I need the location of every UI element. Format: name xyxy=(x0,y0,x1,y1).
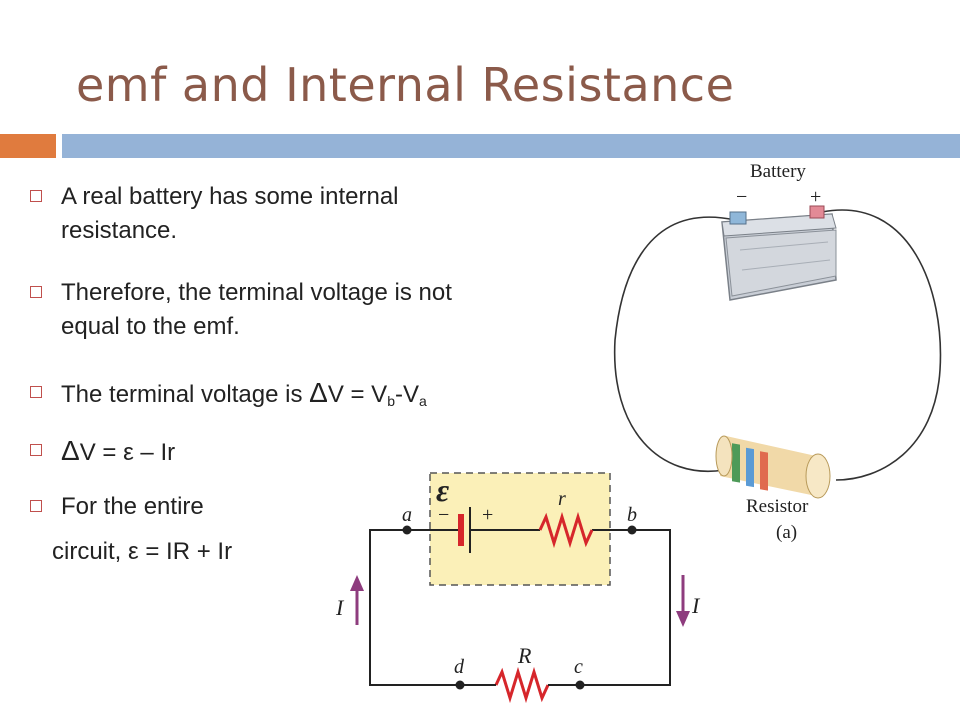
emf-equation: V = ε – Ir xyxy=(79,439,176,466)
internal-resistor-r xyxy=(538,511,594,549)
bullet-text: The terminal voltage is ΔV = Vb-Va xyxy=(61,376,427,418)
node-a-label: a xyxy=(402,504,412,526)
bullet-text: Therefore, the terminal voltage is not xyxy=(61,279,452,306)
node-b-dot xyxy=(627,525,637,535)
emf-symbol: ε xyxy=(436,472,449,508)
load-resistance-label: R xyxy=(517,643,532,668)
bullet-text-continued: equal to the emf. xyxy=(61,313,240,340)
delta-symbol: Δ xyxy=(309,377,328,408)
bullet-text: ΔV = ε – Ir xyxy=(61,434,175,470)
square-bullet-icon xyxy=(30,386,42,398)
current-label-left: I xyxy=(335,595,345,620)
accent-bar-orange xyxy=(0,134,56,158)
resistor-icon xyxy=(715,435,831,499)
wire-left xyxy=(613,216,736,472)
terminal-voltage-eq: V = V xyxy=(327,381,388,408)
node-c-dot xyxy=(575,680,585,690)
circuit-diagram: ε r R a b c d − + I I xyxy=(335,472,701,704)
current-arrow-up-icon xyxy=(350,575,364,591)
bullet-text-continued: resistance. xyxy=(61,217,178,244)
external-resistor-R xyxy=(494,666,550,704)
circuit-minus-sign: − xyxy=(438,504,449,526)
square-bullet-icon xyxy=(30,500,42,512)
current-label-right: I xyxy=(691,593,701,618)
terminal-voltage-lead: The terminal voltage is xyxy=(61,381,310,408)
battery-plus-sign: + xyxy=(810,186,821,208)
battery-negative-plate xyxy=(458,514,464,546)
terminal-voltage-minus: -V xyxy=(394,381,419,408)
battery-resistor-figure: Battery − + Resistor (a) xyxy=(613,161,942,543)
bullet-text: A real battery has some internal xyxy=(61,183,399,210)
square-bullet-icon xyxy=(30,190,42,202)
battery-label: Battery xyxy=(750,161,806,182)
node-b-label: b xyxy=(627,504,637,526)
square-bullet-icon xyxy=(30,286,42,298)
internal-resistance-label: r xyxy=(558,488,566,510)
square-bullet-icon xyxy=(30,444,42,456)
bullet-text-continued: circuit, ε = IR + Ir xyxy=(52,538,233,565)
accent-bar-blue xyxy=(62,134,960,158)
wire-loop-right xyxy=(580,529,671,686)
delta-symbol: Δ xyxy=(61,435,80,466)
subscript-b: b xyxy=(387,393,395,409)
circuit-plus-sign: + xyxy=(482,504,493,526)
subscript-a: a xyxy=(418,393,427,409)
bullet-text: For the entire xyxy=(61,493,204,520)
battery-icon xyxy=(721,205,837,301)
wire-loop-left xyxy=(369,529,460,686)
slide-title: emf and Internal Resistance xyxy=(76,58,735,112)
battery-minus-sign: − xyxy=(736,186,747,208)
resistor-label: Resistor xyxy=(746,496,809,517)
current-arrow-down-icon xyxy=(676,611,690,627)
node-d-label: d xyxy=(454,656,465,678)
node-a-dot xyxy=(402,525,412,535)
node-c-label: c xyxy=(574,656,583,678)
wire-right xyxy=(821,209,942,481)
panel-label: (a) xyxy=(776,522,797,543)
node-d-dot xyxy=(455,680,465,690)
